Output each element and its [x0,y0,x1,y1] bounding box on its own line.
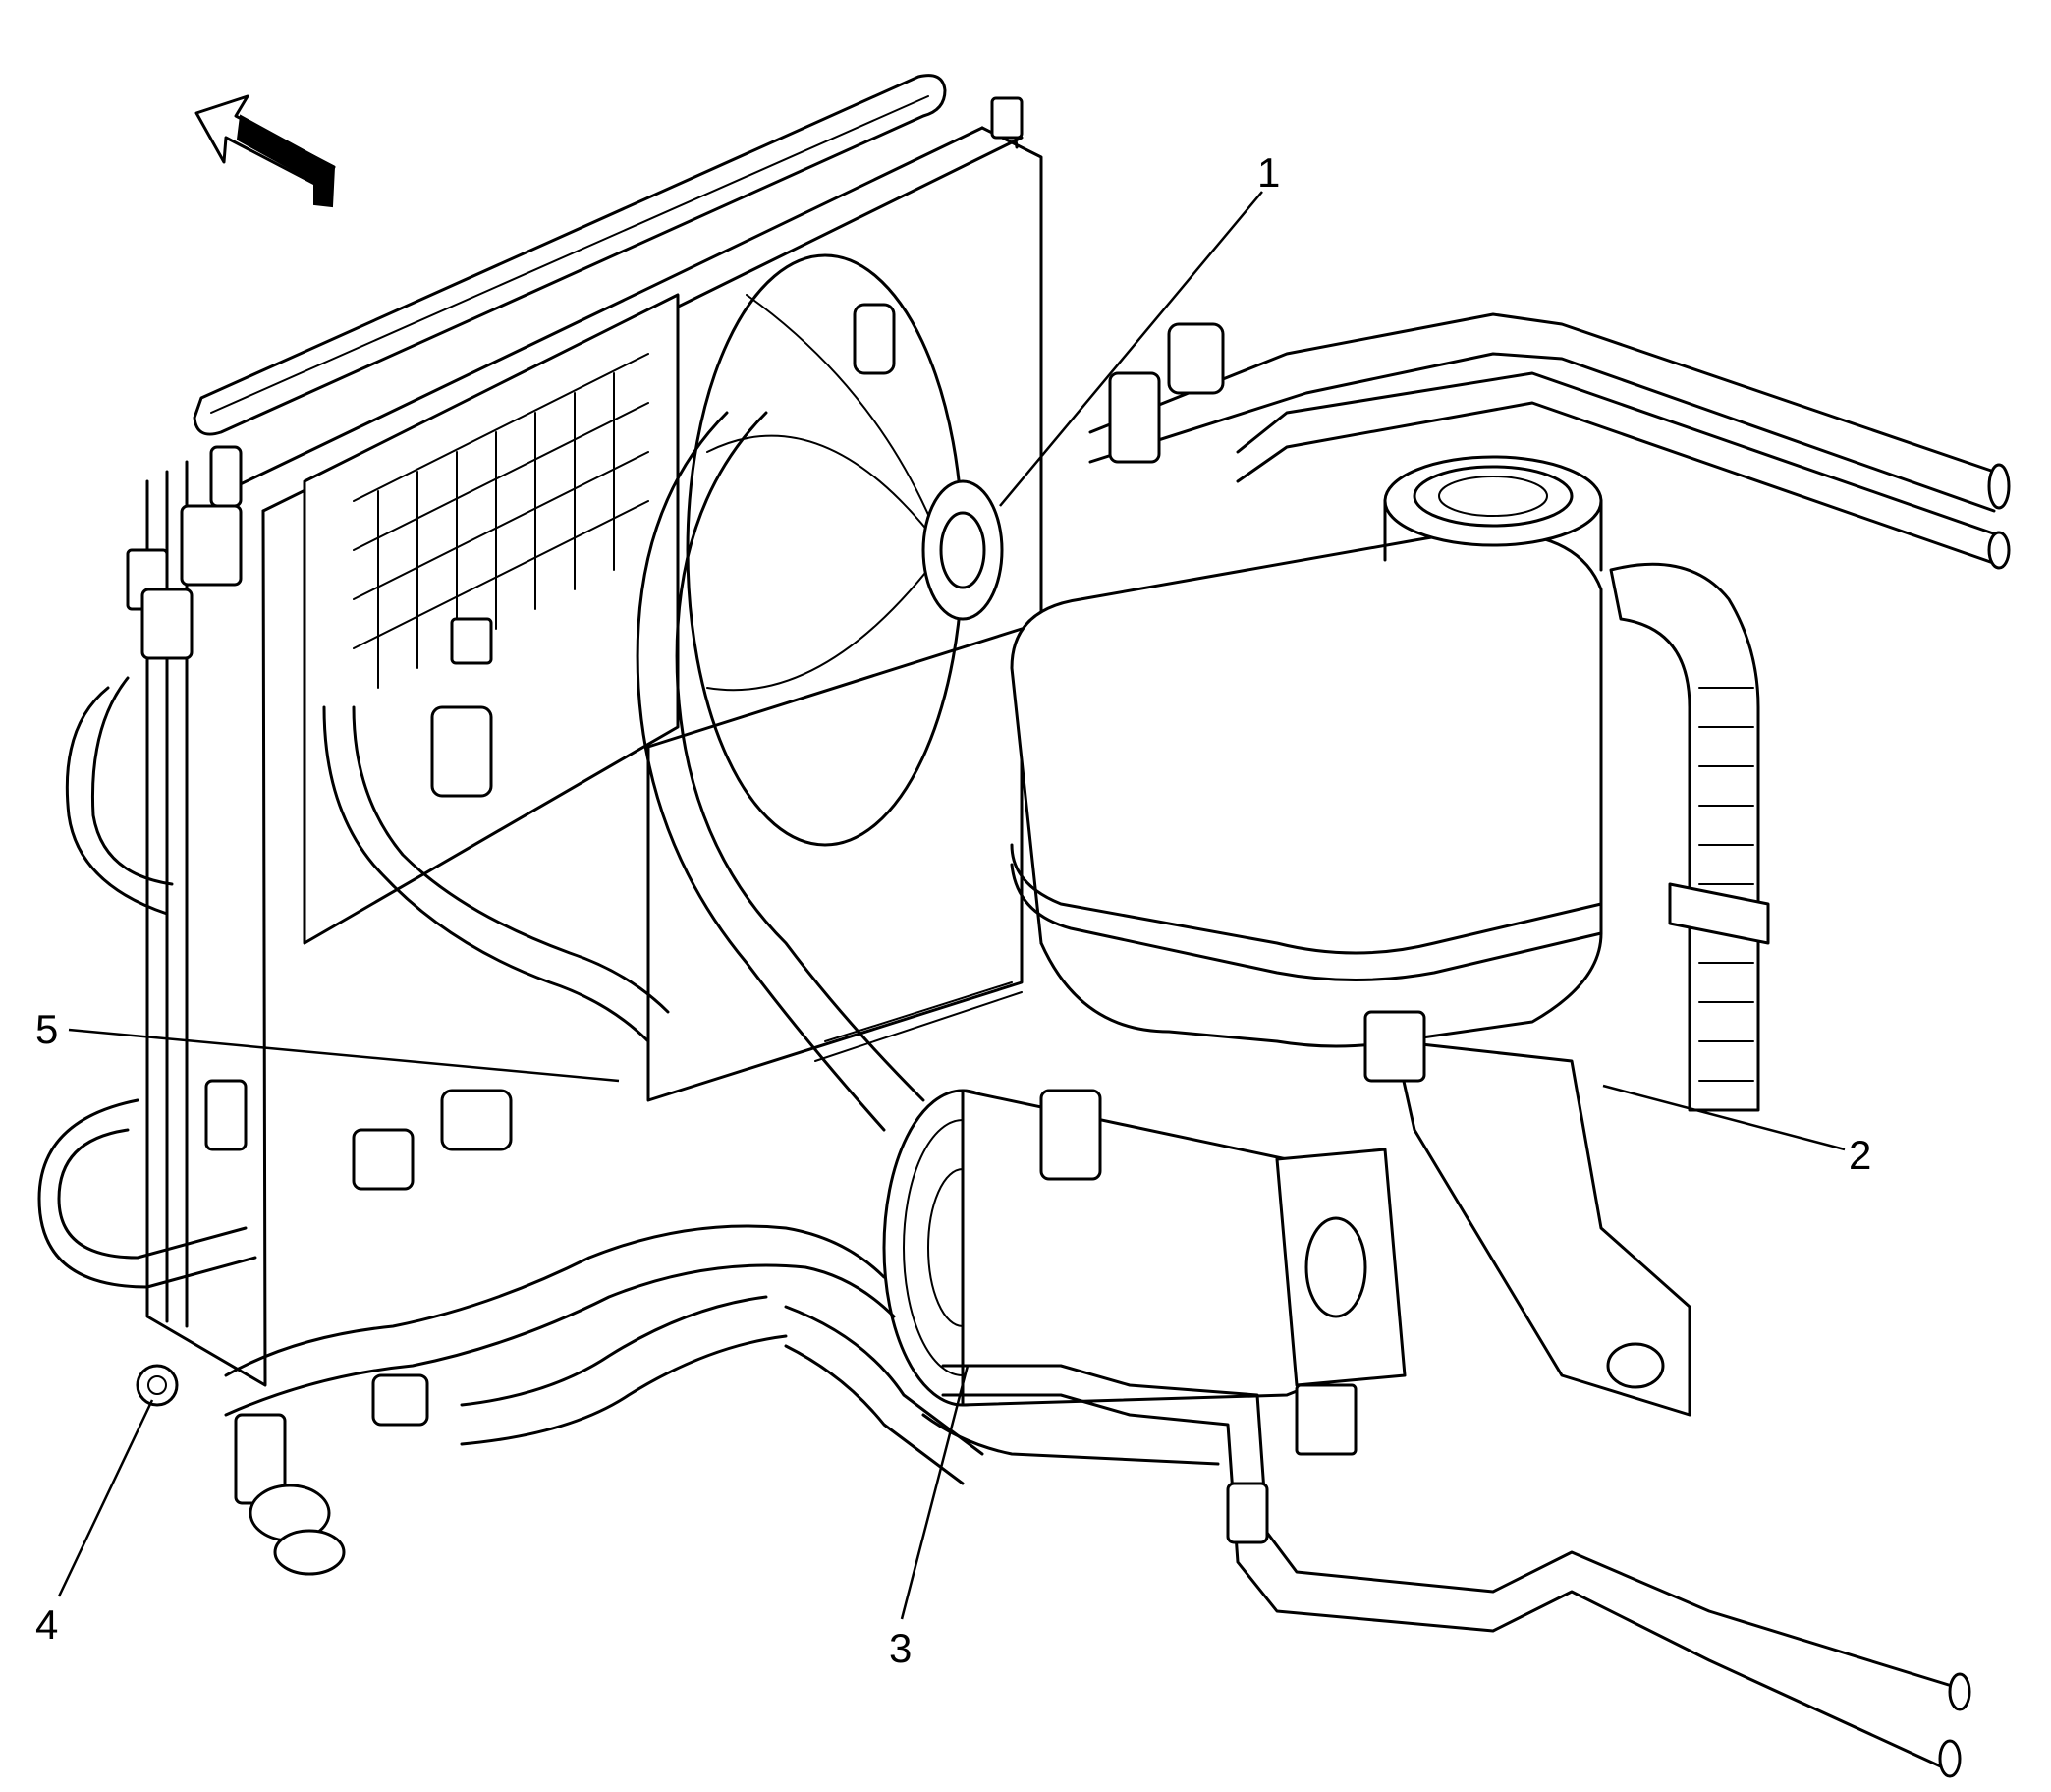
callout-leaders [57,191,1846,1620]
callout-3: 3 [889,1625,912,1671]
lower-lines [921,1364,1971,1778]
callout-2: 2 [1849,1132,1871,1178]
callout-1: 1 [1257,149,1280,196]
radiator-assembly [126,74,1043,1576]
direction-arrow-icon [194,94,336,208]
upper-lines [853,303,2011,570]
coolant-reservoir [1010,455,1770,1417]
ac-compressor [882,1089,1407,1456]
corrugated-hose [1609,562,1770,1112]
callout-4: 4 [35,1601,58,1648]
callout-5: 5 [35,1006,58,1052]
shroud-grid [353,353,649,689]
wiring-harness [37,411,984,1485]
callout-labels: 1 2 3 4 5 [35,149,1871,1671]
